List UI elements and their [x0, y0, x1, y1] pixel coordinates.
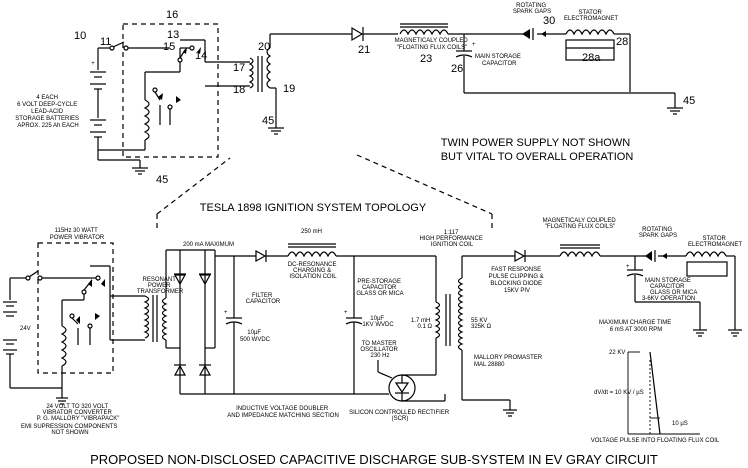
stator-top	[565, 29, 631, 92]
top-circuit: + 4 EACH 6 VOLT DEEP-CYCLE LEAD-ACID STO…	[15, 3, 695, 186]
filter-label: FILTER CAPACITOR	[246, 293, 281, 305]
label-16: 16	[166, 9, 178, 21]
label-45-b: 45	[156, 174, 168, 186]
fast-response-label: FAST RESPONSE PULSE CLIPPING & BLOCKING …	[489, 267, 546, 294]
main-capacitor-bottom	[626, 256, 644, 302]
main-capacitor-label-bottom: MAIN STORAGE CAPACITOR GLASS OR MICA 3-6…	[642, 278, 699, 302]
battery-label: 4 EACH 6 VOLT DEEP-CYCLE LEAD-ACID STORA…	[15, 95, 80, 129]
mh250-label: 250 mH	[301, 229, 322, 235]
prestorage-label: PRE-STORAGE CAPACITOR GLASS OR MICA	[356, 279, 403, 297]
footer-caption: PROPOSED NON-DISCLOSED CAPACITIVE DISCHA…	[90, 452, 658, 467]
vibrator-label: 115Hz 30 WATT POWER VIBRATOR	[50, 228, 105, 241]
label-10: 10	[74, 30, 86, 42]
stator-bottom	[685, 251, 742, 337]
label-20: 20	[258, 41, 270, 53]
bridge-diodes	[173, 273, 212, 376]
voltage-pulse-graph	[627, 351, 700, 435]
prestorage-value: 10µF 1KV WVDC	[362, 316, 394, 328]
secondary-value: 55 KV 325K Ω	[471, 318, 492, 330]
scr	[388, 374, 416, 402]
dvdt-label: dV/dt = 10 KV / µS	[594, 390, 644, 396]
label-30: 30	[543, 15, 555, 27]
battery-24v	[3, 278, 68, 405]
label-26: 26	[451, 63, 463, 75]
resonant-label: RESONANT POWER TRANSFORMER	[137, 277, 184, 295]
vibrator-box-bottom	[37, 242, 114, 374]
charge-time-label: MAXIMUM CHARGE TIME 6 mS AT 3000 RPM	[599, 320, 673, 333]
label-11: 11	[100, 36, 111, 48]
prestorage-capacitor	[345, 256, 363, 394]
spark-gaps-label-top: ROTATING SPARK GAPS	[513, 3, 551, 15]
diode-21	[351, 26, 364, 42]
ratio-label: 1:117 HIGH PERFORMANCE IGNITION COIL	[419, 230, 484, 248]
mallory-label: MALLORY PROMASTER MAL 28880	[474, 355, 544, 368]
filter-value: 10µF 500 WVDC	[240, 330, 271, 343]
svg-text:+: +	[344, 310, 348, 316]
v24-label: 24V	[20, 326, 31, 332]
dc-resonance-label: DC-RESONANCE CHARGING & ISOLATION COIL	[288, 262, 338, 280]
svg-text:+: +	[626, 264, 630, 270]
spark-gap-top	[522, 28, 566, 40]
label-23: 23	[420, 53, 432, 65]
bottom-circuit: 24V 115Hz 30 WATT POWER VIBRATOR	[3, 218, 742, 444]
label-15: 15	[163, 41, 175, 53]
emi-label: EMI SUPRESSION COMPONENTS NOT SHOWN	[21, 424, 119, 436]
stator-label-top: STATOR ELECTROMAGNET	[564, 10, 618, 22]
resonant-transformer	[143, 295, 168, 342]
label-19: 19	[283, 83, 295, 95]
label-28a: 28a	[582, 52, 601, 64]
label-28: 28	[616, 36, 628, 48]
ma200-label: 200 mA MAXIMUM	[183, 242, 234, 248]
spark-gap-bottom	[645, 250, 686, 262]
coils-label-top: MAGNETICALY COUPLED "FLOATING FLUX COILS…	[395, 38, 470, 51]
label-21: 21	[358, 44, 370, 56]
main-capacitor-top	[455, 34, 473, 93]
doubler-label: INDUCTIVE VOLTAGE DOUBLER AND IMPEDANCE …	[227, 406, 339, 419]
primary-value: 1.7 mH 0.1 Ω	[411, 318, 433, 330]
spark-gaps-label-bottom: ROTATING SPARK GAPS	[639, 227, 677, 239]
section-title: TESLA 1898 IGNITION SYSTEM TOPOLOGY	[200, 202, 427, 214]
scr-label: SILICON CONTROLLED RECTIFIER (SCR)	[349, 410, 451, 422]
converter-label: 24 VOLT TO 320 VOLT VIBRATOR CONVERTER P…	[37, 404, 120, 422]
zoom-line-left	[156, 157, 231, 215]
ignition-coil	[434, 277, 464, 351]
label-13: 13	[167, 29, 179, 41]
label-14: 14	[195, 50, 207, 62]
oscillator-label: TO MASTER OSCILLATOR 230 Hz	[360, 341, 399, 359]
label-17: 17	[233, 62, 245, 74]
series-diode	[255, 249, 267, 263]
us10-label: 10 µS	[672, 421, 688, 427]
label-18: 18	[233, 84, 245, 96]
svg-text:CAPACITOR: CAPACITOR	[482, 61, 517, 67]
svg-text:+: +	[91, 61, 95, 67]
fast-response-diode	[514, 249, 526, 263]
transformer-top	[248, 47, 272, 92]
svg-text:+: +	[472, 42, 476, 48]
label-45-c: 45	[683, 95, 695, 107]
capacitor-label-top: MAIN STORAGE	[475, 54, 521, 60]
dc-resonance-coil	[287, 243, 337, 258]
label-45-a: 45	[262, 115, 274, 127]
svg-text:+: +	[224, 310, 228, 316]
kv22-label: 22 KV	[609, 350, 625, 356]
floating-flux-coils-bottom	[559, 244, 601, 258]
filter-capacitor	[225, 256, 243, 394]
twin-power-note: TWIN POWER SUPPLY NOT SHOWN BUT VITAL TO…	[441, 137, 634, 163]
pulse-caption: VOLTAGE PULSE INTO FLOATING FLUX COIL	[591, 438, 720, 444]
zoom-line-right	[356, 154, 493, 215]
battery-stack-top: +	[90, 58, 106, 160]
floating-flux-coils-top	[399, 23, 449, 36]
stator-label-bottom: STATOR ELECTROMAGNET	[688, 236, 742, 248]
coils-label-bottom: MAGNETICALY COUPLED "FLOATING FLUX COILS…	[543, 218, 618, 230]
vibrator-box-top	[122, 23, 219, 158]
